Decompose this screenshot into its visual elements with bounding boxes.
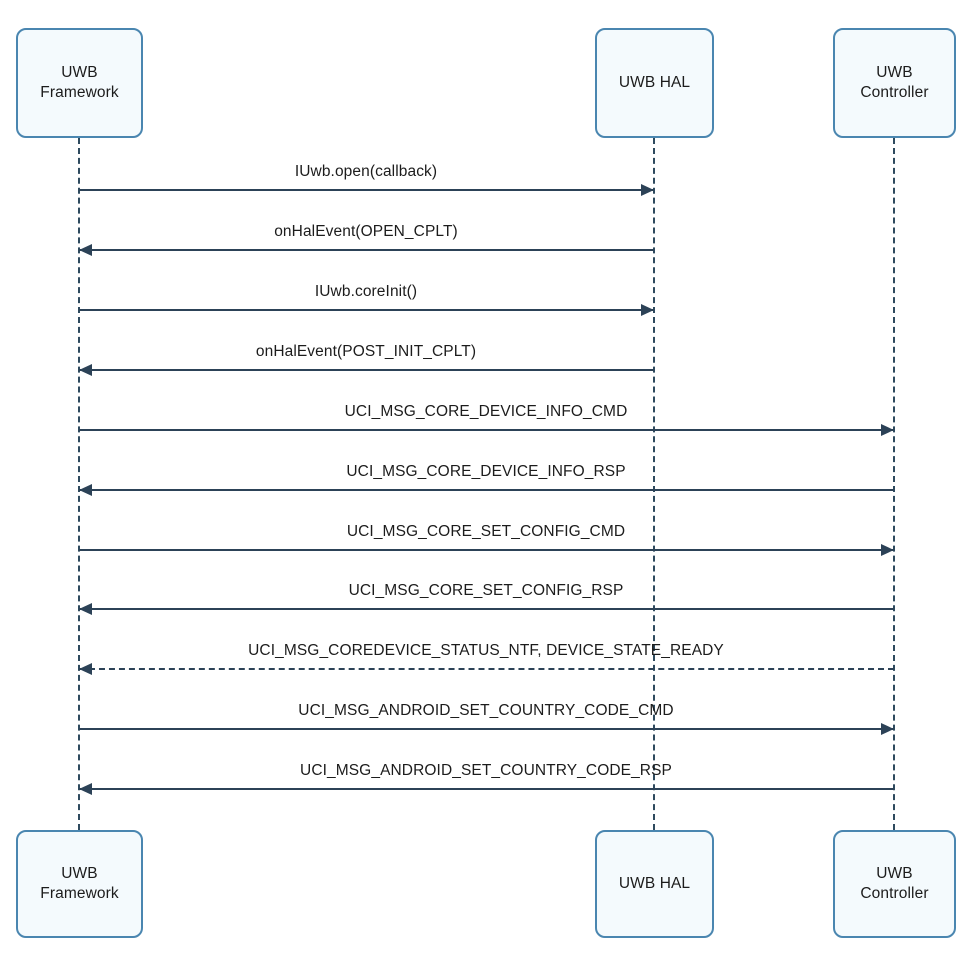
participant-header-label-hal: UWB HAL — [618, 73, 691, 91]
message-label: UCI_MSG_CORE_DEVICE_INFO_CMD — [344, 403, 628, 420]
message-label: UCI_MSG_CORE_DEVICE_INFO_RSP — [346, 463, 626, 480]
message-line — [79, 429, 894, 431]
message-line — [79, 489, 894, 491]
message-line — [79, 189, 654, 191]
arrowhead-icon — [79, 484, 92, 496]
message-line — [79, 668, 894, 670]
arrowhead-icon — [641, 304, 654, 316]
arrowhead-icon — [881, 544, 894, 556]
arrowhead-icon — [641, 184, 654, 196]
lifeline-hal — [653, 138, 655, 830]
message-line — [79, 728, 894, 730]
arrowhead-icon — [881, 424, 894, 436]
arrowhead-icon — [79, 244, 92, 256]
message-label: UCI_MSG_ANDROID_SET_COUNTRY_CODE_RSP — [300, 762, 672, 779]
message-label: IUwb.open(callback) — [294, 163, 438, 180]
message-label: UCI_MSG_COREDEVICE_STATUS_NTF, DEVICE_ST… — [248, 642, 724, 659]
arrowhead-icon — [881, 723, 894, 735]
participant-header-hal[interactable]: UWB HAL — [595, 28, 714, 138]
message-label: onHalEvent(OPEN_CPLT) — [274, 223, 458, 240]
arrowhead-icon — [79, 364, 92, 376]
participant-footer-label-hal: UWB HAL — [618, 874, 691, 892]
message-line — [79, 608, 894, 610]
message-line — [79, 788, 894, 790]
message-label: IUwb.coreInit() — [314, 283, 418, 300]
message-label: UCI_MSG_ANDROID_SET_COUNTRY_CODE_CMD — [298, 702, 674, 719]
message-label: onHalEvent(POST_INIT_CPLT) — [255, 343, 477, 360]
message-line — [79, 309, 654, 311]
arrowhead-icon — [79, 603, 92, 615]
message-label: UCI_MSG_CORE_SET_CONFIG_CMD — [346, 523, 626, 540]
message-label: UCI_MSG_CORE_SET_CONFIG_RSP — [348, 582, 624, 599]
message-line — [79, 369, 654, 371]
message-line — [79, 249, 654, 251]
lifeline-controller — [893, 138, 895, 830]
arrowhead-icon — [79, 663, 92, 675]
participant-footer-hal[interactable]: UWB HAL — [595, 830, 714, 938]
message-line — [79, 549, 894, 551]
arrowhead-icon — [79, 783, 92, 795]
